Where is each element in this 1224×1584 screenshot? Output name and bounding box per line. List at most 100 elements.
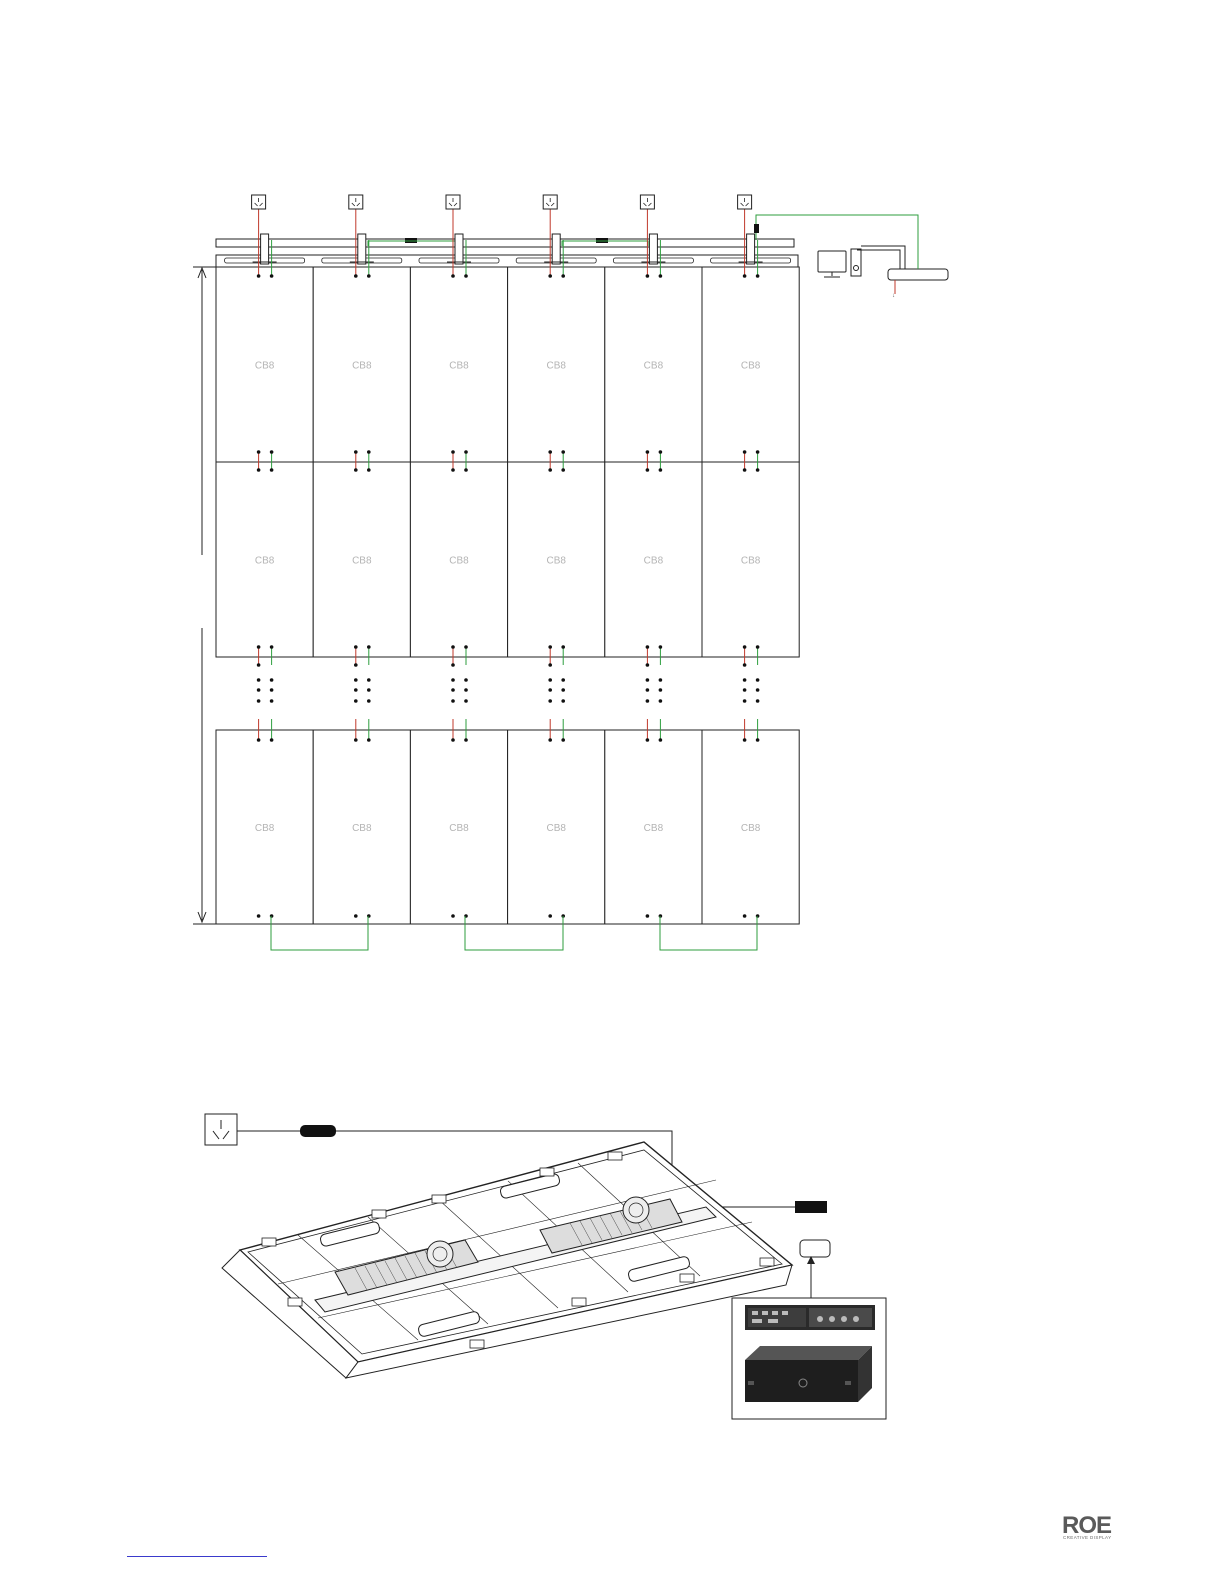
continuation-dot xyxy=(756,688,760,692)
connector-dot xyxy=(756,274,760,278)
connector-dot xyxy=(756,738,760,742)
power-outlet-icon xyxy=(640,195,654,209)
continuation-dot xyxy=(451,678,455,682)
connector-dot xyxy=(646,468,650,472)
panel-label: CB8 xyxy=(255,556,275,567)
connector-dot xyxy=(743,738,747,742)
connector-dot xyxy=(464,450,468,454)
connector-dot xyxy=(659,468,663,472)
connector-dot xyxy=(270,645,274,649)
svg-text:CREATIVE DISPLAY: CREATIVE DISPLAY xyxy=(1063,1535,1112,1540)
continuation-dot xyxy=(367,699,371,703)
bar-clamp xyxy=(747,234,755,264)
connector-dot xyxy=(646,450,650,454)
continuation-dot xyxy=(756,699,760,703)
panel-label: CB8 xyxy=(644,556,664,567)
connector-dot xyxy=(451,645,455,649)
power-outlet-icon xyxy=(543,195,557,209)
connector-dot xyxy=(354,450,358,454)
footer-link-underline[interactable] xyxy=(127,1556,267,1557)
connector-dot xyxy=(354,914,358,918)
continuation-dot xyxy=(659,678,663,682)
connector-dot xyxy=(270,738,274,742)
panel-label: CB8 xyxy=(449,556,469,567)
connector-dot xyxy=(367,738,371,742)
panel-connection-illustration: ROE CREATIVE DISPLAY xyxy=(205,1114,1112,1540)
continuation-dot xyxy=(451,699,455,703)
continuation-dot xyxy=(270,678,274,682)
led-panel-rear-icon xyxy=(222,1142,792,1378)
connector-dot xyxy=(548,468,552,472)
continuation-dot xyxy=(548,688,552,692)
panel-label: CB8 xyxy=(741,361,761,372)
connector-dot xyxy=(257,468,261,472)
connector-dot xyxy=(354,738,358,742)
continuation-dot xyxy=(743,688,747,692)
connector-dot xyxy=(743,450,747,454)
connector-dot xyxy=(659,274,663,278)
continuation-dot xyxy=(257,678,261,682)
svg-text:↓: ↓ xyxy=(892,293,895,299)
power-outlet-icon xyxy=(446,195,460,209)
data-connector xyxy=(754,224,759,233)
desktop-computer-icon xyxy=(818,249,861,277)
connector-dot xyxy=(561,645,565,649)
connector-dot xyxy=(756,645,760,649)
continuation-dot xyxy=(646,699,650,703)
connector-dot xyxy=(756,468,760,472)
connector-dot xyxy=(257,914,261,918)
panel-label: CB8 xyxy=(255,361,275,372)
continuation-dot xyxy=(548,699,552,703)
panel-label: CB8 xyxy=(352,361,372,372)
continuation-dot xyxy=(354,688,358,692)
continuation-dot xyxy=(257,688,261,692)
connector-dot xyxy=(451,450,455,454)
connector-dot xyxy=(659,645,663,649)
connector-dot xyxy=(367,645,371,649)
connector-dot xyxy=(257,663,261,667)
continuation-dot xyxy=(659,688,663,692)
continuation-dot xyxy=(367,678,371,682)
connector-dot xyxy=(743,274,747,278)
continuation-dot xyxy=(561,678,565,682)
connector-dot xyxy=(561,468,565,472)
continuation-dot xyxy=(464,678,468,682)
power-outlet-icon xyxy=(349,195,363,209)
panel-label: CB8 xyxy=(352,556,372,567)
continuation-dot xyxy=(367,688,371,692)
continuation-dot xyxy=(270,688,274,692)
bar-clamp xyxy=(649,234,657,264)
connector-dot xyxy=(451,663,455,667)
connector-dot xyxy=(451,914,455,918)
connector-dot xyxy=(548,274,552,278)
height-dimension-arrow xyxy=(193,267,216,924)
connector-dot xyxy=(646,645,650,649)
connector-dot xyxy=(743,914,747,918)
continuation-dot xyxy=(257,699,261,703)
continuation-dot xyxy=(646,678,650,682)
connector-dot xyxy=(270,450,274,454)
video-processor-box xyxy=(732,1298,886,1419)
signal-converter-box xyxy=(800,1240,830,1257)
panel-grid: CB8CB8CB8CB8CB8CB8CB8CB8CB8CB8CB8CB8CB8C… xyxy=(216,267,799,924)
connector-dot xyxy=(354,468,358,472)
connector-dot xyxy=(270,468,274,472)
connector-dot xyxy=(561,450,565,454)
connector-dot xyxy=(354,645,358,649)
connector-dot xyxy=(464,645,468,649)
connector-dot xyxy=(646,914,650,918)
connector-dot xyxy=(354,274,358,278)
continuation-dot xyxy=(659,699,663,703)
power-outlet-icon xyxy=(205,1114,237,1145)
connector-dot xyxy=(367,450,371,454)
connector-dot xyxy=(367,274,371,278)
connector-dot xyxy=(451,468,455,472)
connector-dot xyxy=(548,645,552,649)
panel-label: CB8 xyxy=(546,556,566,567)
bar-clamp xyxy=(552,234,560,264)
bar-clamp xyxy=(455,234,463,264)
panel-label: CB8 xyxy=(741,556,761,567)
connector-dot xyxy=(743,663,747,667)
connector-dot xyxy=(270,274,274,278)
